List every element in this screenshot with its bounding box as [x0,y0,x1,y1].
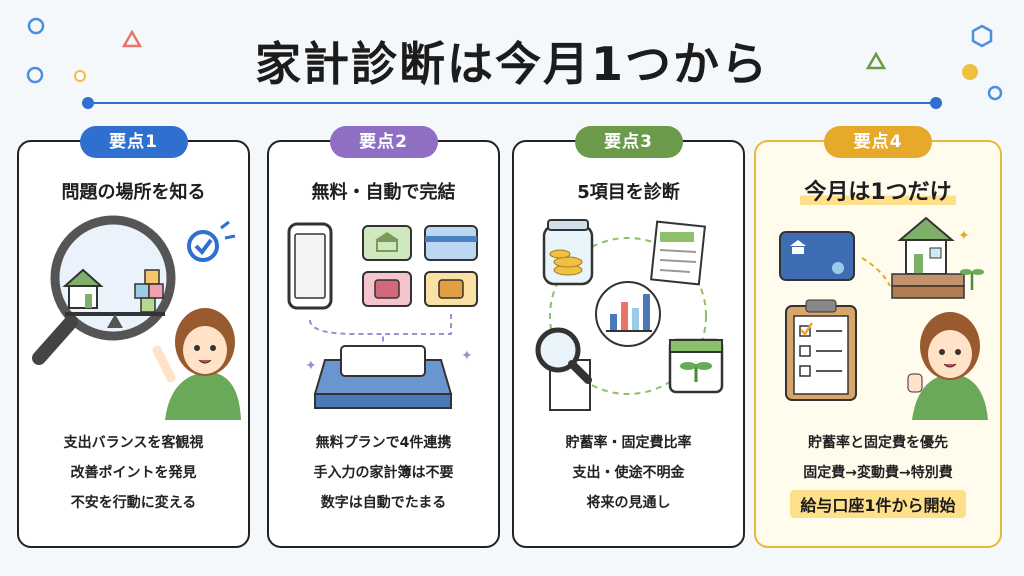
start-callout: 給与口座1件から開始 [790,490,966,518]
highlighted-heading-text: 今月は1つだけ [800,180,956,205]
point-bullet: 数字は自動でたまる [320,495,447,511]
triangle-decoration [122,30,142,48]
hexagon-decoration [971,24,993,48]
triangle-decoration [866,52,886,70]
point-heading: 5項目を診断 [577,182,680,203]
point-bullet: 貯蓄率・固定費比率 [565,435,692,451]
svg-text:✦: ✦ [305,358,317,374]
point-bullet: 支出・使途不明金 [572,465,685,481]
circle-decoration [26,66,44,84]
point-bullet: 無料プランで4件連携 [315,435,452,451]
point-bullet: 改善ポイントを発見 [70,465,197,481]
point-bullet: 支出バランスを客観視 [63,435,204,451]
point-bullet: 固定費→変動費→特別費 [803,465,953,481]
first-step-illustration: ✦ [779,216,988,420]
point-heading: 今月は1つだけ [756,174,1000,206]
magnifier-illustration [32,215,241,420]
point-card-4: 要点4 今月は1つだけ ✦ 貯蓄率と固定費を優先 [754,126,1002,548]
circle-decoration [74,70,86,82]
point-heading: 無料・自動で完結 [311,182,456,203]
underline-end-dot [82,97,94,109]
circle-decoration [27,17,45,35]
circle-decoration [962,64,978,80]
point-bullet: 不安を行動に変える [70,495,197,511]
account-linking-illustration: ✦ ✦ [287,222,478,409]
title-underline [88,102,936,104]
point-card-1: 要点1 問題の場所を知る 支出バランスを客観視 改善ポイントを発見 不安を行動に… [17,126,250,548]
point-bullet: 将来の見通し [586,495,671,511]
point-card-3: 要点3 5項目を診断 貯蓄率・固定費比率 支出・使途不明金 将来の見通し [512,126,745,548]
page-title: 家計診断は今月1つから [254,37,769,91]
svg-text:✦: ✦ [461,348,473,364]
circle-decoration [987,85,1003,101]
point-heading: 問題の場所を知る [61,182,206,203]
point-badge: 要点2 [329,126,438,158]
point-badge: 要点3 [574,126,683,158]
point-card-2: 要点2 無料・自動で完結 ✦ ✦ 無料プランで4件連携 手入力の家計簿は不要 数… [267,126,500,548]
underline-end-dot [930,97,942,109]
point-badge: 要点1 [79,126,188,158]
diagnosis-items-illustration [535,219,724,411]
point-bullet: 貯蓄率と固定費を優先 [808,435,948,451]
point-bullet: 手入力の家計簿は不要 [313,465,454,481]
point-badge: 要点4 [824,126,932,158]
svg-text:✦: ✦ [958,228,970,244]
